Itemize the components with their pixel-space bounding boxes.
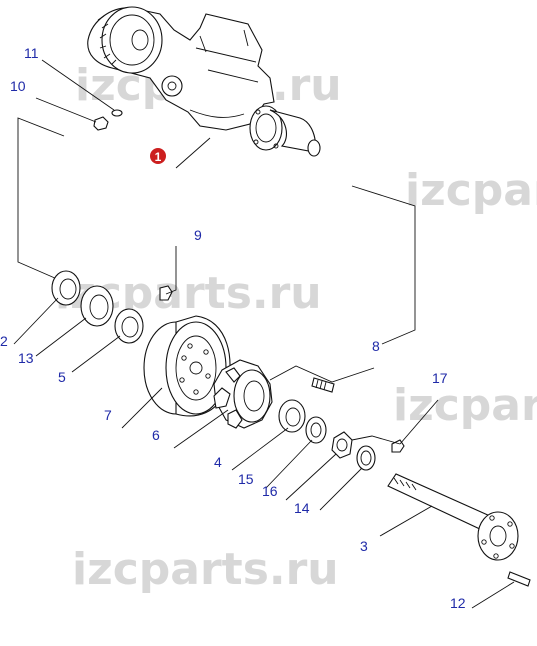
- wheel-stud: [311, 377, 335, 393]
- shaft-bolt: [507, 571, 531, 587]
- outer-bearing: [278, 399, 306, 433]
- small-bolt: [159, 285, 173, 301]
- callout-7[interactable]: 7: [104, 407, 112, 423]
- callout-16[interactable]: 16: [262, 483, 278, 499]
- callout-labels: 11 10 9 2 13 5 8 7 6 17 4 15 16 14 3 12: [0, 45, 466, 611]
- callout-8[interactable]: 8: [372, 338, 380, 354]
- watermark-bottom: izcparts.ru: [72, 544, 339, 595]
- bracket-lines: [17, 117, 416, 345]
- callout-9[interactable]: 9: [194, 227, 202, 243]
- watermarks: izcparts.ru izcparts.ru izcparts.ru izcp…: [55, 60, 537, 595]
- callout-6[interactable]: 6: [152, 427, 160, 443]
- hub-nut: [331, 431, 353, 459]
- callout-12[interactable]: 12: [450, 595, 466, 611]
- callout-15[interactable]: 15: [238, 471, 254, 487]
- callout-11[interactable]: 11: [24, 45, 39, 61]
- watermark-right-lower: izcparts.ru: [393, 380, 537, 431]
- lock-washer: [305, 416, 327, 444]
- part-1-badge-label: 1: [155, 150, 162, 164]
- callout-2[interactable]: 2: [0, 333, 8, 349]
- snap-ring: [356, 445, 376, 471]
- callout-5[interactable]: 5: [58, 369, 66, 385]
- axle-shaft: [387, 473, 519, 561]
- callout-4[interactable]: 4: [214, 454, 222, 470]
- part-1-badge: [150, 148, 166, 164]
- callout-17[interactable]: 17: [432, 370, 448, 386]
- leader-lines: [13, 59, 515, 609]
- bearing: [80, 285, 114, 327]
- bolt-and-washer: [93, 109, 123, 131]
- callout-3[interactable]: 3: [360, 538, 368, 554]
- callout-13[interactable]: 13: [18, 350, 34, 366]
- callout-14[interactable]: 14: [294, 500, 310, 516]
- callout-10[interactable]: 10: [10, 78, 26, 94]
- watermark-right-upper: izcparts.ru: [405, 165, 537, 216]
- axle-housing-assembly: [87, 6, 321, 157]
- inner-bearing: [114, 308, 144, 344]
- seal-ring: [51, 270, 81, 306]
- wheel-hub: [213, 359, 273, 429]
